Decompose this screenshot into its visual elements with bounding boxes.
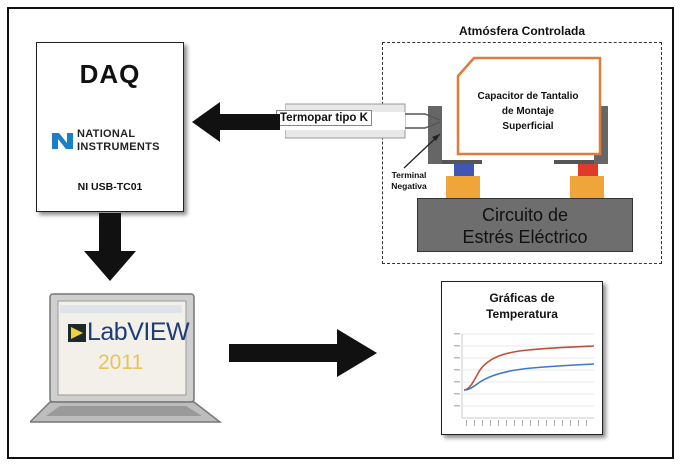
left-bracket-plate: [428, 106, 442, 164]
temperature-graph-box: Gráficas de Temperatura: [441, 281, 603, 435]
stress-circuit-block: Circuito de Estrés Eléctrico: [417, 198, 633, 252]
arrow-right-icon: [229, 329, 377, 377]
blue-temperature-curve: [463, 363, 595, 391]
terminal-label-line1: Terminal: [391, 170, 427, 180]
arrow-left-icon: [192, 102, 280, 142]
daq-model: NI USB-TC01: [77, 181, 143, 193]
temperature-plot: [454, 333, 595, 426]
ni-brand-line2: INSTRUMENTS: [77, 141, 160, 153]
laptop-icon: [30, 293, 223, 423]
right-foot: [570, 176, 604, 198]
circuit-label-line1: Circuito de: [481, 205, 569, 225]
left-foot: [446, 176, 480, 198]
negative-terminal: [454, 164, 474, 176]
national-instruments-logo-icon: [52, 133, 73, 149]
capacitor-label-line3: Superficial: [502, 121, 554, 132]
capacitor-assembly: [403, 56, 608, 198]
capacitor-label-line1: Capacitor de Tantalio: [477, 91, 579, 102]
positive-terminal: [578, 164, 598, 176]
arrow-down-icon: [84, 213, 136, 281]
controlled-atmosphere-region: [382, 42, 662, 264]
labview-name: LabVIEW: [87, 318, 190, 346]
terminal-label-line2: Negativa: [391, 181, 427, 191]
circuit-label-line2: Estrés Eléctrico: [462, 227, 588, 247]
graph-title-line2: Temperatura: [486, 307, 558, 321]
thermocouple-label: Termopar tipo K: [276, 110, 372, 126]
labview-banner: [60, 305, 182, 313]
labview-version: 2011: [98, 351, 144, 374]
daq-box: DAQ NATIONAL INSTRUMENTS NI USB-TC01: [36, 42, 184, 212]
atmosphere-title: Atmósfera Controlada: [458, 24, 586, 38]
capacitor-label-line2: de Montaje: [501, 106, 555, 117]
red-temperature-curve: [463, 345, 595, 391]
daq-title: DAQ: [79, 59, 141, 89]
graph-title-line1: Gráficas de: [489, 291, 555, 305]
ni-brand-line1: NATIONAL: [77, 128, 136, 140]
capacitor-body: [456, 56, 602, 156]
